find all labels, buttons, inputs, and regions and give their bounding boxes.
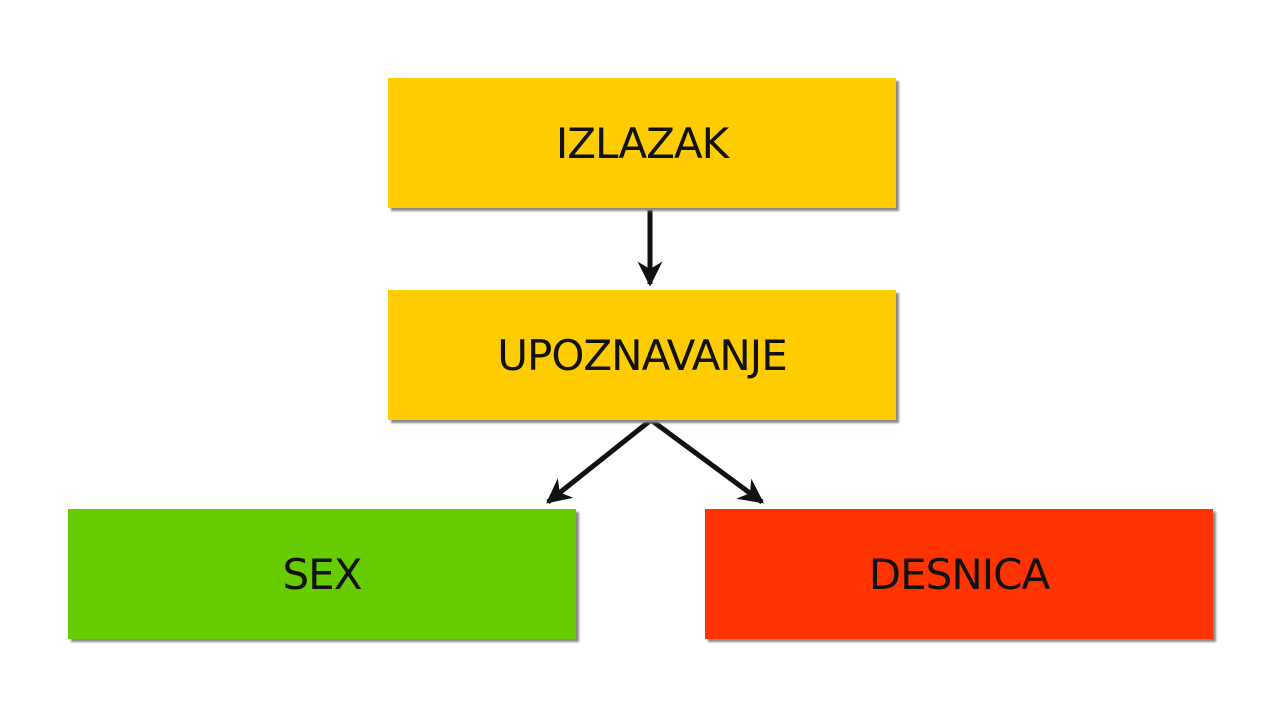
node-izlazak: IZLAZAK [388, 78, 896, 208]
node-upoznavanje: UPOZNAVANJE [388, 290, 896, 420]
arrow-upoznavanje-to-sex [546, 418, 653, 504]
node-label: UPOZNAVANJE [497, 330, 787, 380]
node-label: IZLAZAK [555, 118, 729, 168]
node-desnica: DESNICA [705, 509, 1213, 639]
node-sex: SEX [68, 509, 576, 639]
node-label: DESNICA [868, 549, 1050, 599]
arrow-upoznavanje-to-desnica [649, 417, 765, 505]
node-label: SEX [282, 549, 363, 599]
